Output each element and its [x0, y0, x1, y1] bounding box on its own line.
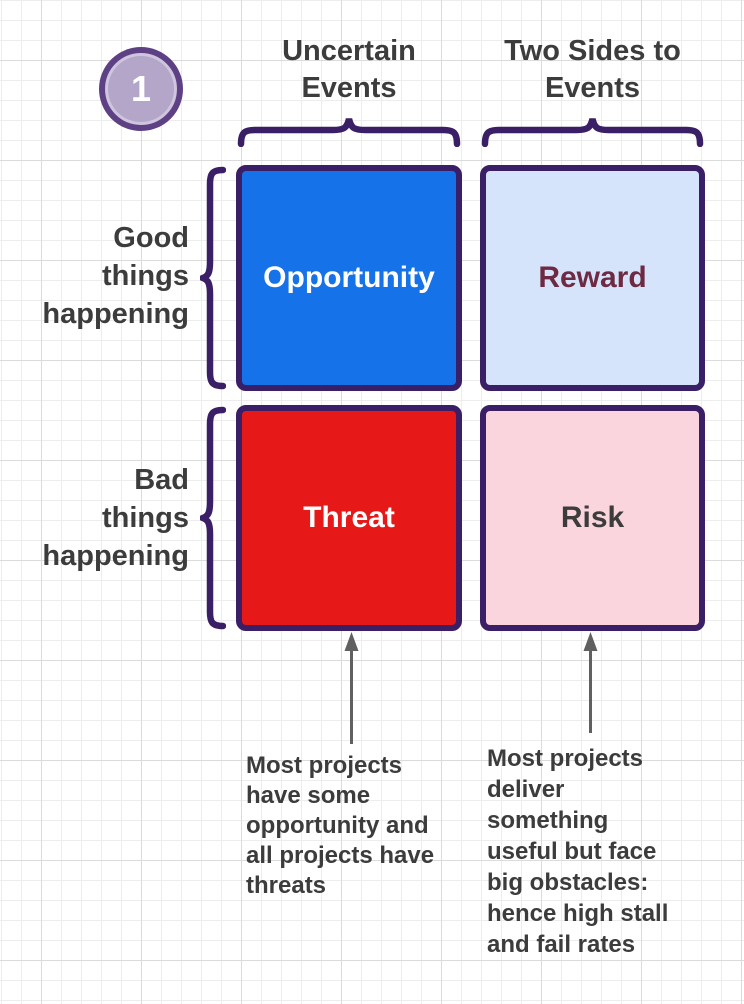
annotation-risk-note: Most projects deliver something useful b… [487, 745, 669, 958]
column-header-uncertain-events: Uncertain Events [282, 35, 416, 104]
quadrant-risk: Risk [480, 405, 705, 631]
quadrant-reward-label: Reward [538, 261, 647, 294]
annotation-threat-note: Most projects have some opportunity and … [246, 752, 435, 899]
step-badge: 1 [99, 47, 183, 131]
step-badge-number: 1 [130, 68, 152, 109]
row-label-bad-things-happening: Bad things happening [42, 464, 189, 572]
curly-brace-top-left-icon [236, 115, 462, 147]
quadrant-opportunity-label: Opportunity [263, 261, 435, 294]
quadrant-reward: Reward [480, 165, 705, 391]
arrow-up-to-threat-icon [343, 631, 360, 746]
curly-brace-top-right-icon [480, 115, 705, 147]
column-header-two-sides-to-events: Two Sides to Events [504, 35, 681, 104]
quadrant-threat-label: Threat [303, 501, 395, 534]
curly-brace-row-bad-icon [200, 405, 226, 631]
arrow-up-to-risk-icon [582, 631, 599, 735]
quadrant-opportunity: Opportunity [236, 165, 462, 391]
curly-brace-row-good-icon [200, 165, 226, 391]
quadrant-risk-label: Risk [560, 501, 625, 534]
row-label-good-things-happening: Good things happening [42, 222, 189, 330]
quadrant-threat: Threat [236, 405, 462, 631]
